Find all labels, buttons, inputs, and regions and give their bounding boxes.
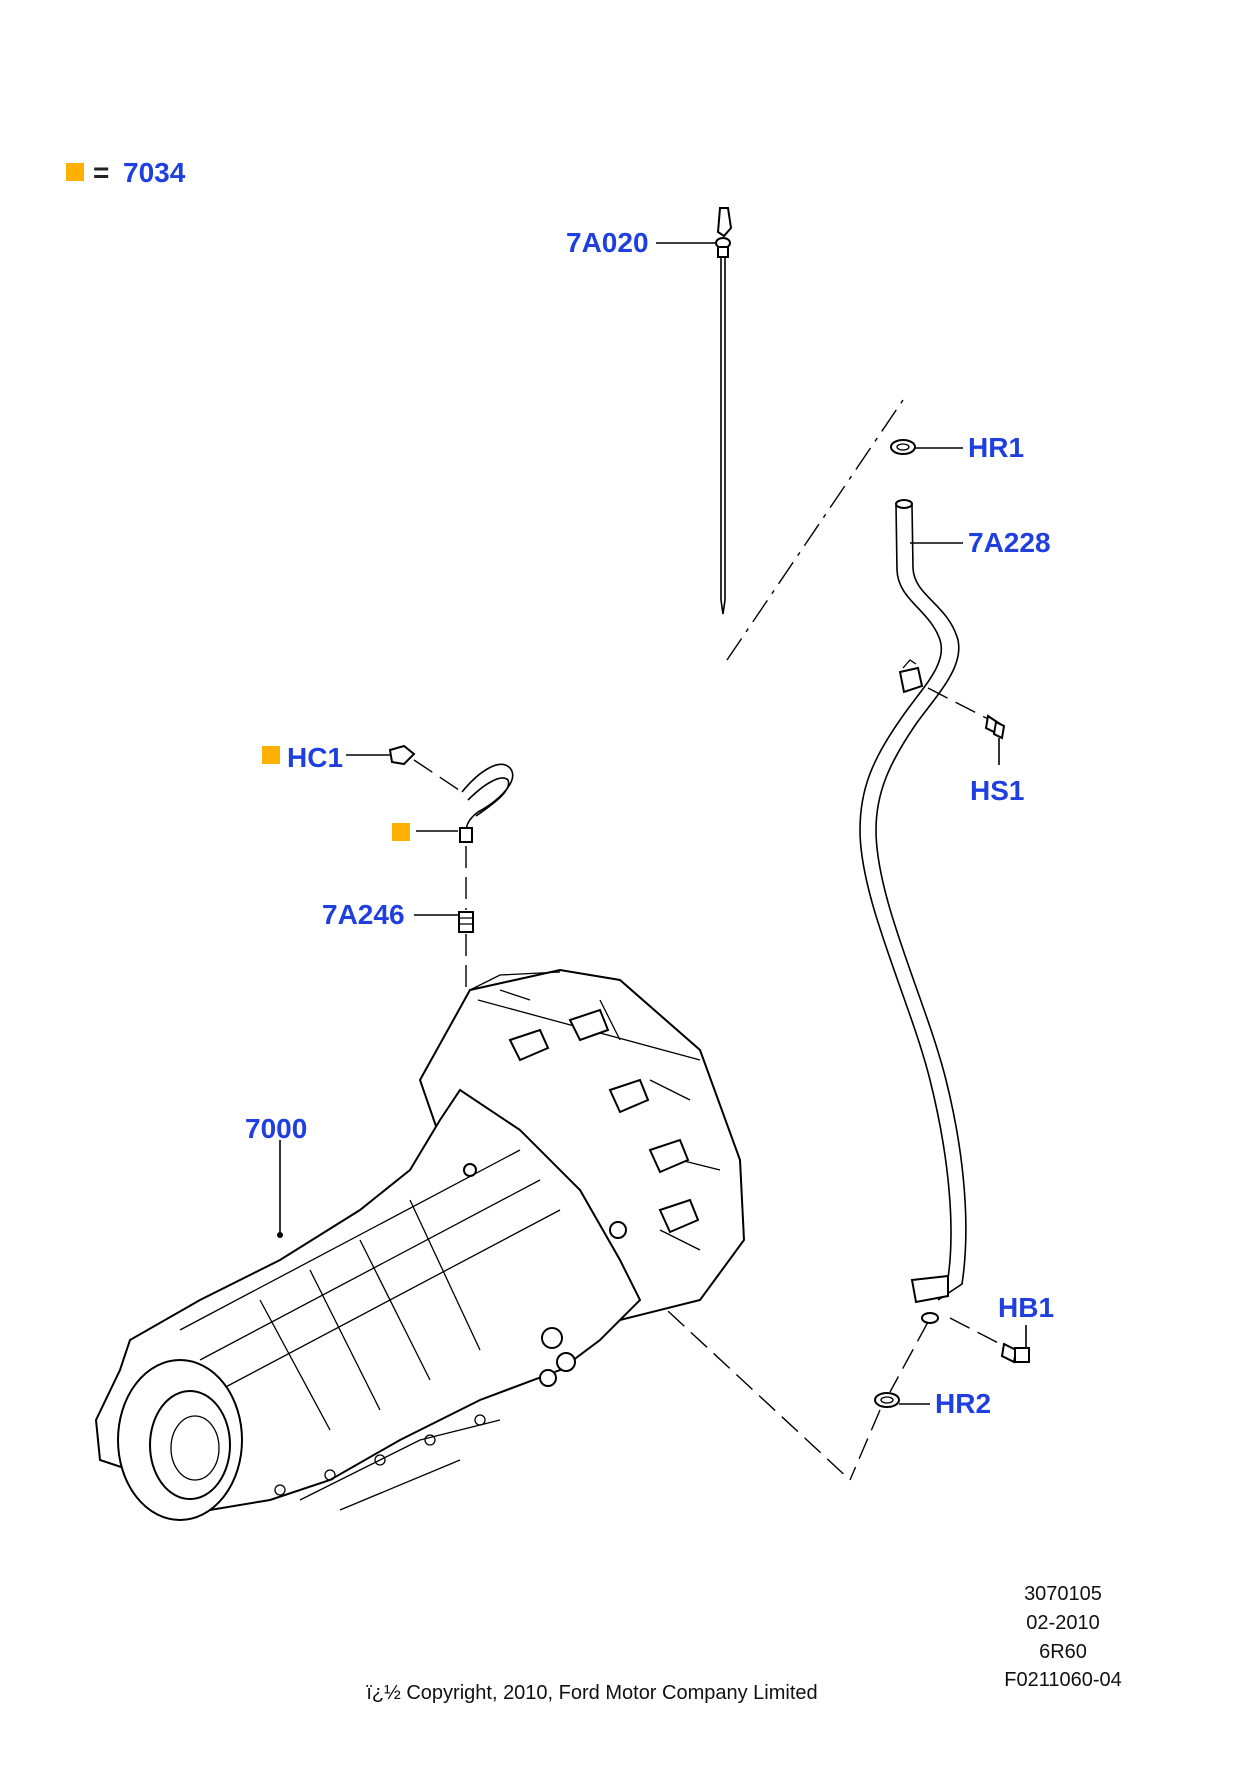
callout-HR2: HR2	[935, 1388, 991, 1419]
legend-equals: =	[93, 157, 109, 188]
callout-7000: 7000	[245, 1113, 307, 1144]
callout-7A246: 7A246	[322, 899, 405, 930]
vent-hose-assembly	[262, 744, 514, 910]
copyright-text: ï¿½ Copyright, 2010, Ford Motor Company …	[366, 1682, 817, 1704]
legend-square-icon	[66, 163, 84, 181]
seal-ring-HR2	[849, 1321, 930, 1481]
callout-7A228: 7A228	[968, 527, 1051, 558]
legend-code: 7034	[123, 157, 186, 188]
orange-marker-icon	[262, 746, 280, 764]
dipstick-7A020	[656, 207, 733, 615]
legend: = 7034	[66, 157, 186, 188]
orange-marker-icon	[392, 823, 410, 841]
dipstick-to-tube-line	[726, 399, 904, 661]
meta-date: 02-2010	[1026, 1612, 1099, 1634]
meta-block: 3070105 02-2010 6R60 F0211060-04	[1004, 1583, 1122, 1691]
callout-7A020: 7A020	[566, 227, 649, 258]
filler-tube-7A228	[859, 499, 967, 1324]
bolt-HB1	[949, 1317, 1030, 1364]
screw-HS1	[927, 687, 1006, 765]
meta-figure: F0211060-04	[1004, 1669, 1122, 1691]
callout-HR1: HR1	[968, 432, 1024, 463]
callout-HS1: HS1	[970, 775, 1024, 806]
callout-HB1: HB1	[998, 1292, 1054, 1323]
seal-ring-HR1	[890, 439, 963, 455]
transmission-to-tube-line	[599, 1247, 851, 1481]
transmission-7000	[94, 968, 746, 1521]
meta-model: 6R60	[1039, 1641, 1087, 1663]
callout-HC1: HC1	[287, 742, 343, 773]
meta-illustration-id: 3070105	[1024, 1583, 1102, 1605]
